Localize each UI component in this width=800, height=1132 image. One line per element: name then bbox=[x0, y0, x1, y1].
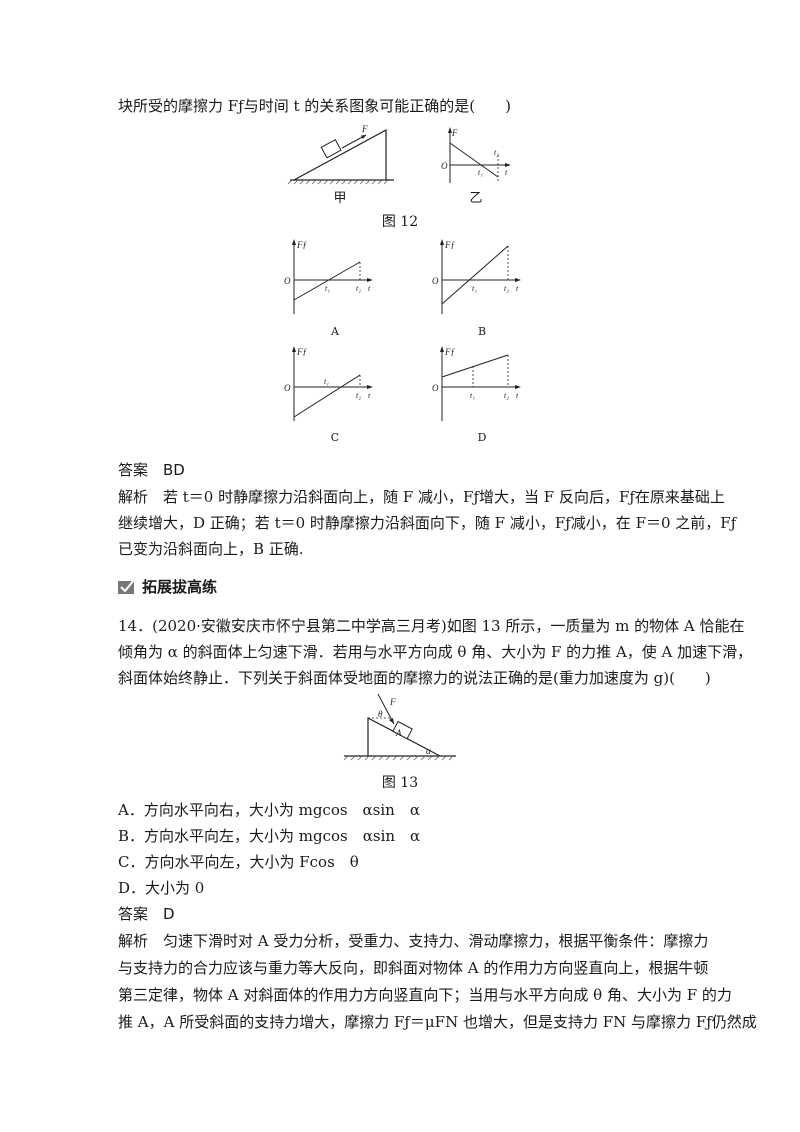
graph-c-t1: t₁ bbox=[324, 377, 329, 386]
q14-analysis-line-4: 推 A，A 所受斜面的支持力增大，摩擦力 Fƒ＝μFN 也增大，但是支持力 FN… bbox=[118, 1013, 757, 1031]
q14-option-a: A．方向水平向右，大小为 mgcos αsin α bbox=[118, 801, 420, 819]
fig-jia-label: 甲 bbox=[333, 191, 347, 206]
fig12-caption: 图 12 bbox=[381, 214, 419, 230]
graph-d-t: t bbox=[516, 391, 519, 400]
fig-yi-t: t bbox=[505, 168, 508, 177]
q14-stem-line-1: 14．(2020·安徽安庆市怀宁县第二中学高三月考)如图 13 所示，一质量为 … bbox=[118, 617, 745, 635]
graph-d-label: D bbox=[477, 431, 487, 444]
fig-yi-label: 乙 bbox=[469, 191, 483, 206]
fig13-f-label: F bbox=[389, 697, 396, 707]
q13-analysis-line-3: 已变为沿斜面向上，B 正确. bbox=[118, 540, 304, 558]
graph-d: Fƒ O t₁ t₂ t bbox=[432, 346, 521, 421]
graph-b-o: O bbox=[432, 276, 439, 286]
fig13-a-label: A bbox=[395, 728, 402, 738]
fig-yi-t2: t₂ bbox=[494, 148, 499, 157]
q14-analysis-line-2: 与支持力的合力应该与重力等大反向，即斜面对物体 A 的作用力方向竖直向上，根据牛… bbox=[118, 959, 709, 977]
graph-a-o: O bbox=[284, 276, 291, 286]
graph-c-o: O bbox=[284, 383, 291, 393]
graph-a-t1: t₁ bbox=[325, 284, 330, 293]
fig13-theta-label: θ bbox=[378, 709, 383, 719]
graph-d-ft: Fƒ bbox=[444, 347, 455, 357]
graph-c-label: C bbox=[330, 431, 340, 444]
q13-answer: 答案 BD bbox=[118, 461, 185, 479]
graph-b-t1: t₁ bbox=[472, 284, 477, 293]
section-header: 拓展拔高练 bbox=[118, 576, 217, 597]
graph-c: Fƒ O t₁ t₂ t bbox=[284, 346, 373, 421]
graph-d-t1: t₁ bbox=[470, 391, 475, 400]
q14-answer: 答案 D bbox=[118, 905, 175, 923]
section-title: 拓展拔高练 bbox=[142, 578, 218, 596]
graph-a-ft: Fƒ bbox=[296, 240, 307, 250]
graph-c-t2: t₂ bbox=[356, 391, 361, 400]
graph-a: Fƒ O t₁ t₂ t bbox=[284, 239, 373, 314]
q14-analysis-line-1: 解析 匀速下滑时对 A 受力分析，受重力、支持力、滑动摩擦力，根据平衡条件：摩擦… bbox=[118, 932, 709, 950]
q13-stem: 块所受的摩擦力 Fƒ与时间 t 的关系图象可能正确的是( ) bbox=[118, 97, 511, 115]
checkmark-icon bbox=[118, 578, 135, 594]
graph-b-label: B bbox=[477, 325, 487, 338]
fig-yi-f: F bbox=[451, 128, 458, 138]
graph-b-t: t bbox=[516, 284, 519, 293]
q14-option-c: C．方向水平向左，大小为 Fcos θ bbox=[118, 853, 359, 871]
graph-b-ft: Fƒ bbox=[444, 240, 455, 250]
figure-jia: F bbox=[287, 124, 394, 185]
fig13-caption: 图 13 bbox=[381, 775, 419, 791]
fig-yi-t1: t₁ bbox=[478, 168, 483, 177]
graph-b: Fƒ O t₁ t₂ t bbox=[432, 239, 521, 314]
graph-a-t: t bbox=[368, 284, 371, 293]
graph-d-t2: t₂ bbox=[504, 391, 509, 400]
q14-option-b: B．方向水平向左，大小为 mgcos αsin α bbox=[118, 827, 421, 845]
q13-analysis-line-1: 解析 若 t＝0 时静摩擦力沿斜面向上，随 F 减小，Fƒ增大，当 F 反向后，… bbox=[118, 488, 725, 506]
figure-yi: F O t₁ t₂ t bbox=[441, 127, 511, 183]
graph-b-t2: t₂ bbox=[504, 284, 509, 293]
q14-option-d: D．大小为 0 bbox=[118, 879, 205, 897]
graph-d-o: O bbox=[432, 383, 439, 393]
q13-analysis-line-2: 继续增大，D 正确；若 t＝0 时静摩擦力沿斜面向下，随 F 减小，Fƒ减小，在… bbox=[118, 514, 737, 532]
graph-c-t: t bbox=[368, 391, 371, 400]
q14-stem-line-3: 斜面体始终静止．下列关于斜面体受地面的摩擦力的说法正确的是(重力加速度为 g)(… bbox=[118, 669, 711, 687]
fig-yi-o: O bbox=[441, 161, 448, 171]
fig13-alpha-label: α bbox=[426, 746, 431, 756]
q14-analysis-line-3: 第三定律，物体 A 对斜面体的作用力方向竖直向下；当用与水平方向成 θ 角、大小… bbox=[118, 986, 732, 1004]
graph-a-label: A bbox=[331, 325, 339, 338]
fig-jia-f-label: F bbox=[361, 124, 368, 134]
graph-a-t2: t₂ bbox=[356, 284, 361, 293]
q14-stem-line-2: 倾角为 α 的斜面体上匀速下滑．若用与水平方向成 θ 角、大小为 F 的力推 A… bbox=[118, 643, 753, 661]
graph-c-ft: Fƒ bbox=[296, 347, 307, 357]
figure-13: F θ A α bbox=[343, 693, 456, 761]
